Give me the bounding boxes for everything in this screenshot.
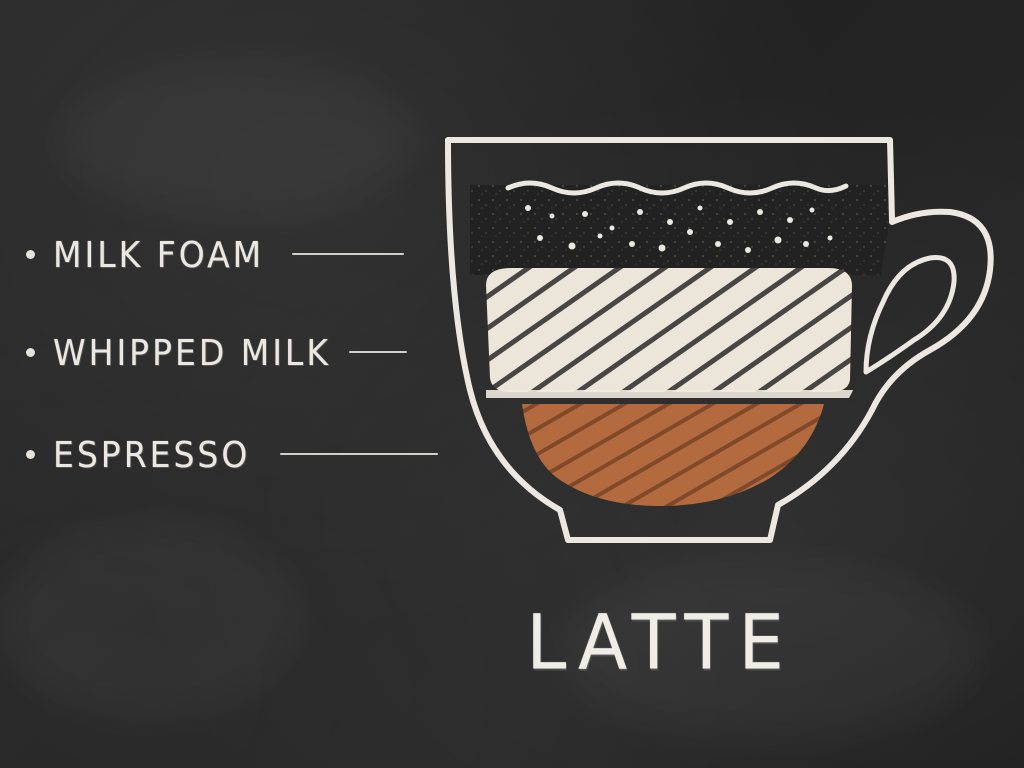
legend-item-whipped-milk: WHIPPED MILK bbox=[26, 330, 407, 374]
cup-handle-inner bbox=[863, 255, 957, 375]
bullet-icon bbox=[26, 449, 35, 459]
bullet-icon bbox=[26, 249, 35, 259]
bullet-icon bbox=[26, 347, 35, 357]
leader-line bbox=[292, 253, 405, 255]
foam-wave-line bbox=[505, 180, 849, 196]
foam-bubbles bbox=[525, 205, 833, 253]
leader-line bbox=[280, 453, 439, 455]
milk-foam-layer bbox=[470, 185, 890, 275]
leader-line bbox=[348, 351, 407, 353]
cup-handle-outer bbox=[869, 208, 994, 413]
legend-label-milk-foam: MILK FOAM bbox=[53, 232, 265, 276]
whipped-milk-layer bbox=[486, 268, 852, 392]
layer-separator bbox=[486, 390, 856, 398]
cup-outline bbox=[445, 137, 895, 543]
legend-label-whipped-milk: WHIPPED MILK bbox=[53, 330, 331, 374]
ingredient-legend: MILK FOAM WHIPPED MILK ESPRESSO bbox=[0, 0, 460, 768]
legend-label-espresso: ESPRESSO bbox=[53, 432, 251, 476]
legend-item-milk-foam: MILK FOAM bbox=[26, 232, 405, 276]
drink-title: LATTE bbox=[526, 597, 794, 687]
espresso-layer bbox=[522, 404, 824, 507]
legend-item-espresso: ESPRESSO bbox=[26, 432, 439, 476]
